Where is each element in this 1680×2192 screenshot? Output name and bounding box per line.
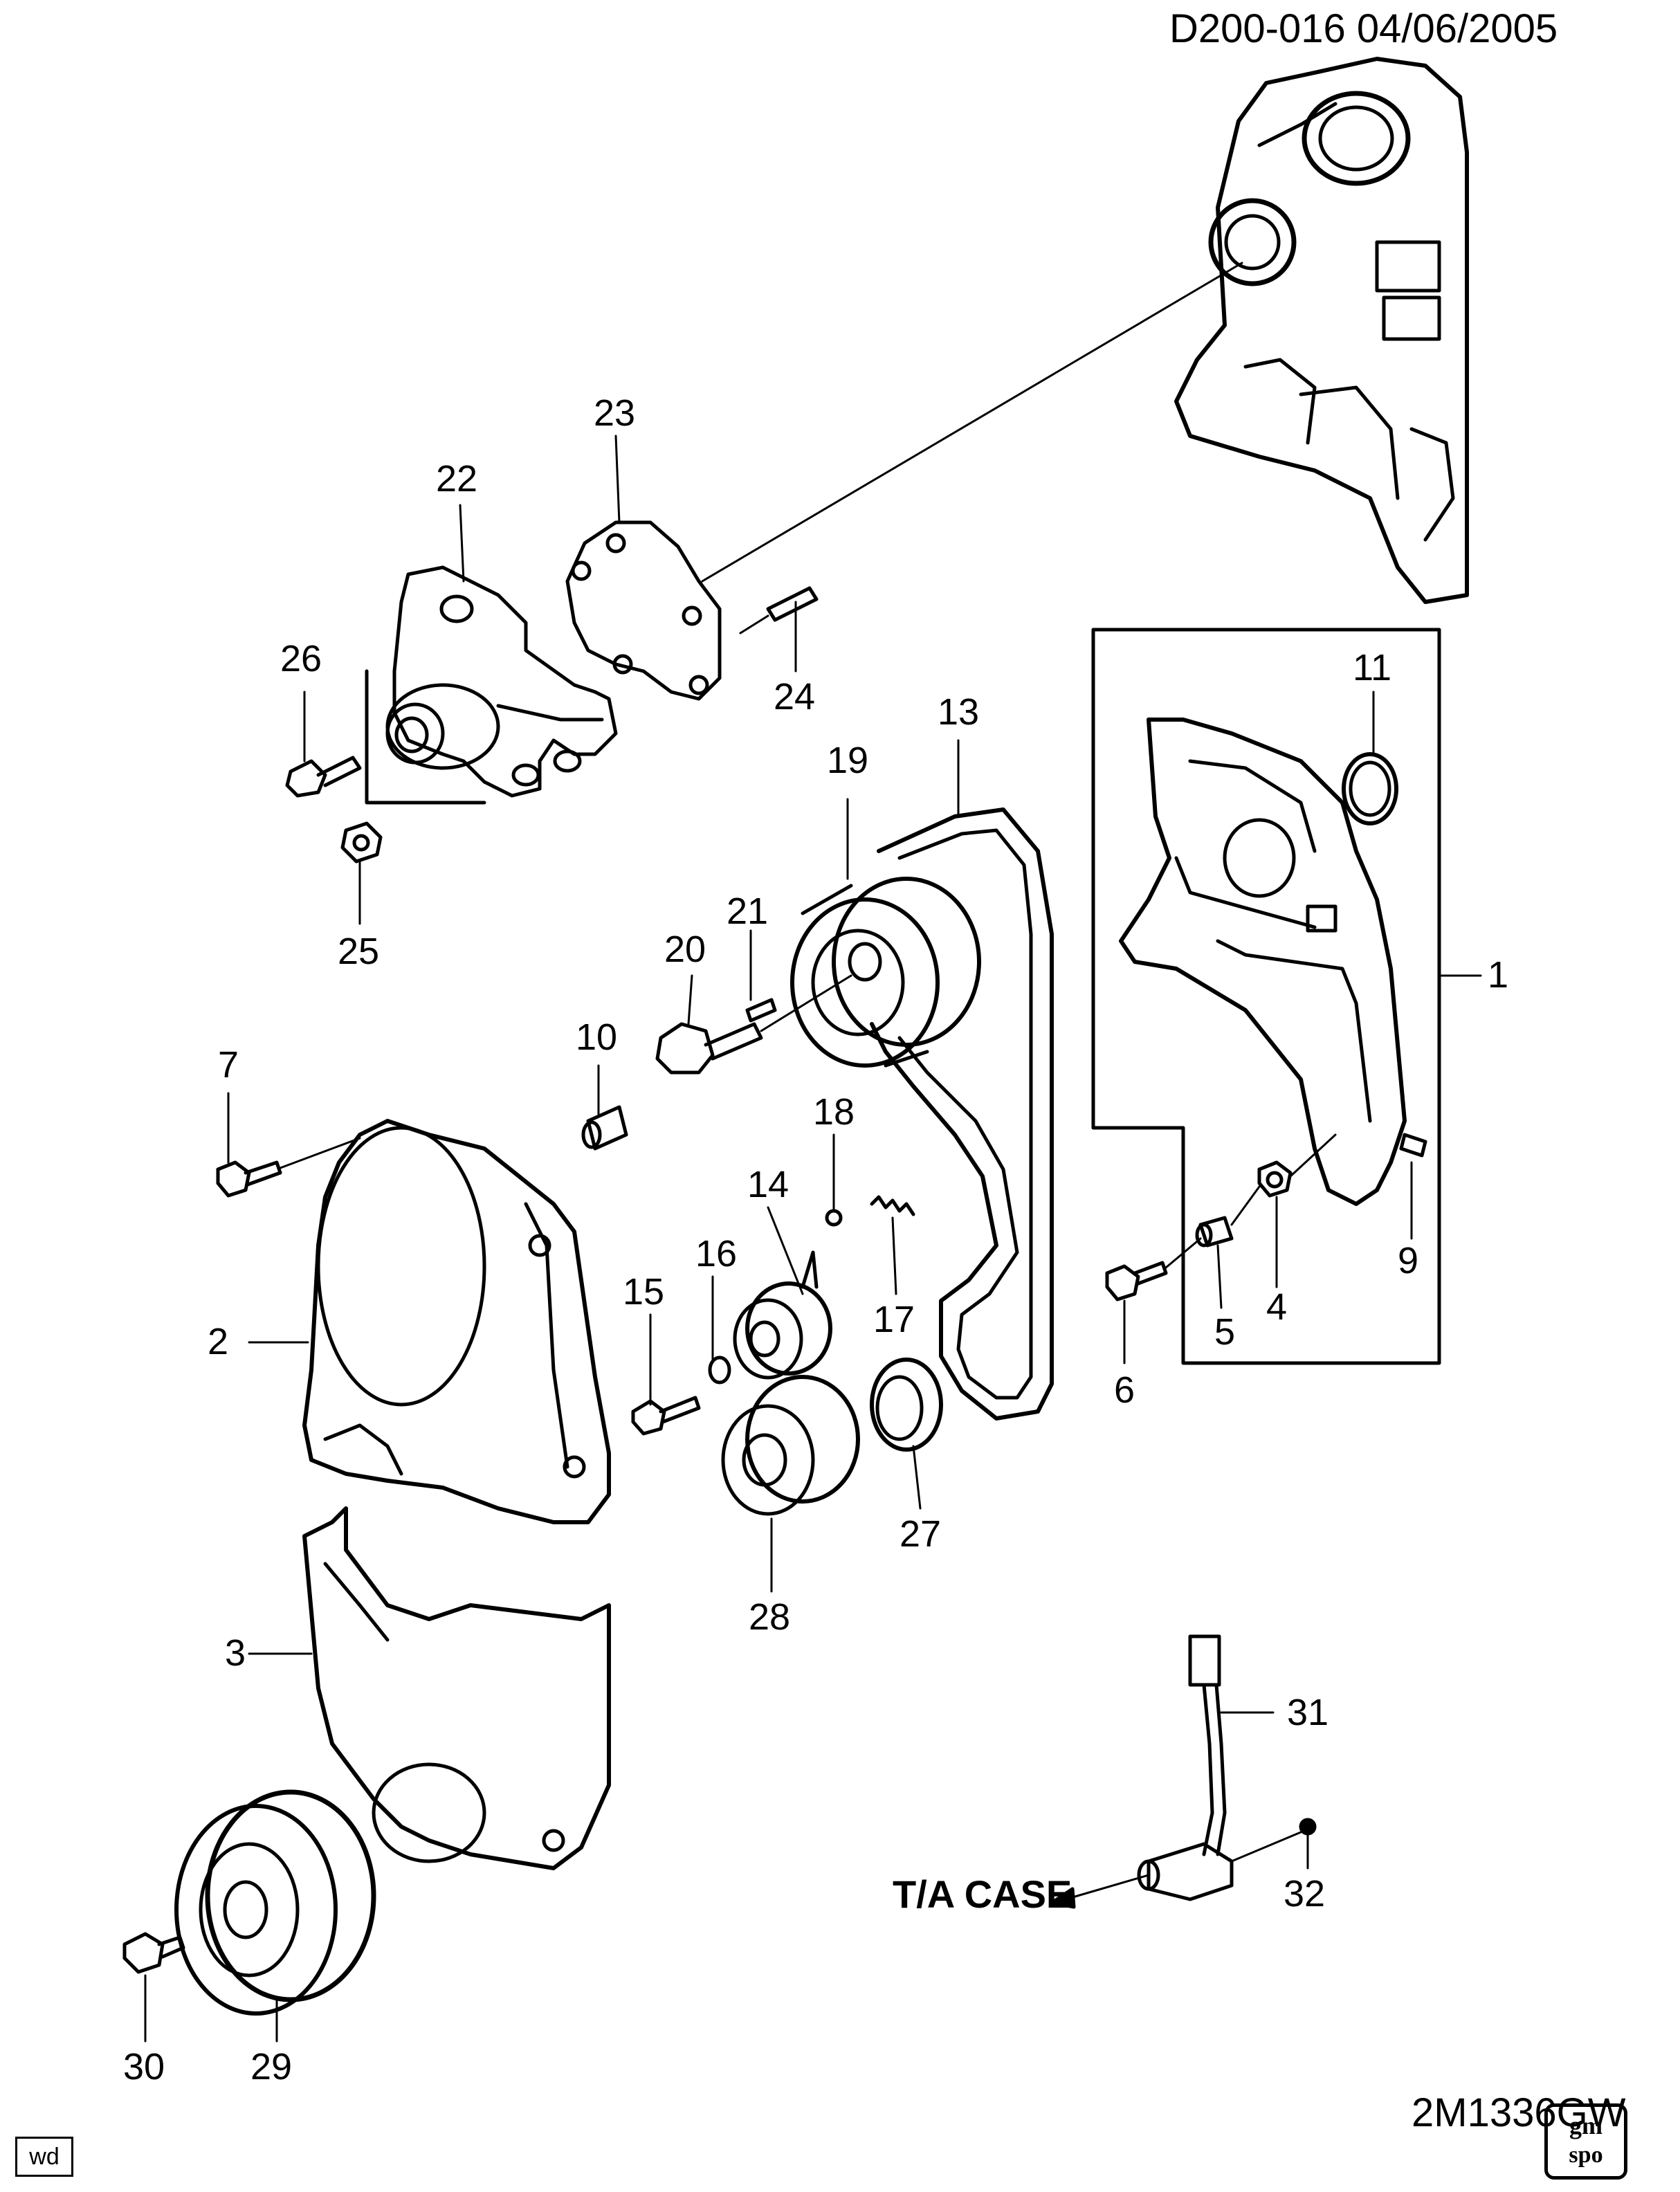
callout-4: 4: [1266, 1286, 1288, 1328]
bolt-26: [285, 756, 362, 798]
callout-14: 14: [747, 1164, 789, 1205]
callout-17: 17: [873, 1299, 915, 1340]
pin-18: [825, 1209, 843, 1227]
callout-10: 10: [576, 1016, 618, 1058]
callout-30: 30: [123, 2046, 165, 2088]
callout-18: 18: [813, 1091, 855, 1133]
inset-frame: [1091, 628, 1441, 1365]
crankshaft-sprocket: [721, 1375, 860, 1516]
callout-29: 29: [250, 2046, 293, 2088]
oil-seal: [870, 1358, 943, 1452]
nut-4: [1257, 1160, 1293, 1198]
callout-28: 28: [749, 1596, 791, 1638]
rear-timing-plate: [1119, 718, 1407, 1206]
callout-13: 13: [938, 691, 980, 733]
nut-25: [340, 821, 383, 864]
washer-16: [708, 1355, 731, 1385]
callout-5: 5: [1214, 1311, 1236, 1353]
wd-badge: wd: [15, 2137, 73, 2177]
bolt-32: [1230, 1818, 1317, 1863]
callout-11: 11: [1353, 647, 1392, 688]
callout-25: 25: [338, 931, 380, 972]
camshaft-bolt: [655, 974, 852, 1075]
callout-27: 27: [900, 1513, 942, 1555]
stud: [739, 586, 819, 634]
bolt-30: [122, 1932, 185, 1974]
spo-logo-text: spo: [1569, 2142, 1603, 2168]
callout-2: 2: [208, 1321, 229, 1362]
clip-9: [1399, 1133, 1427, 1158]
bolt-15: [631, 1396, 701, 1436]
upper-timing-cover: [302, 1119, 611, 1524]
timing-belt: [870, 807, 1054, 1421]
callout-26: 26: [280, 638, 322, 679]
document-id: D200-016 04/06/2005: [1169, 6, 1558, 51]
callout-1: 1: [1488, 954, 1509, 996]
callout-20: 20: [664, 929, 706, 970]
callout-15: 15: [623, 1271, 665, 1313]
bolt-7: [216, 1137, 361, 1198]
crankshaft-pulley: [174, 1789, 376, 2016]
callout-16: 16: [695, 1233, 738, 1275]
callout-3: 3: [225, 1632, 246, 1674]
illustration-code: 2M1336GW: [1412, 2090, 1626, 2135]
pin-21: [745, 998, 777, 1023]
camshaft-sprocket: [790, 877, 981, 1068]
callout-19: 19: [827, 740, 869, 781]
seal-ring-11: [1342, 752, 1398, 825]
lower-timing-cover: [302, 1506, 611, 1870]
gm-logo-text: gm: [1569, 2112, 1603, 2139]
water-pump: [365, 565, 618, 805]
gm-spo-logo: gm spo: [1544, 2103, 1627, 2180]
callout-6: 6: [1114, 1369, 1135, 1411]
spring-17: [870, 1195, 915, 1216]
tensioner: [733, 1250, 832, 1380]
callout-31: 31: [1287, 1692, 1329, 1733]
callout-9: 9: [1398, 1240, 1419, 1281]
callout-24: 24: [774, 676, 816, 718]
engine-block: [1174, 57, 1469, 604]
callout-21: 21: [727, 890, 769, 932]
callout-leaders: [144, 435, 1482, 2043]
leader-line: [701, 262, 1243, 583]
bolt-6: [1105, 1133, 1337, 1302]
ta-case-arrow: [1050, 1874, 1150, 1909]
ta-case-label: T/A CASE: [893, 1872, 1072, 1916]
dowel-10: [581, 1105, 628, 1151]
crank-position-sensor: [1137, 1634, 1234, 1901]
dowel-5: [1195, 1216, 1234, 1248]
callout-32: 32: [1284, 1873, 1326, 1915]
callout-23: 23: [594, 392, 636, 434]
callout-22: 22: [436, 458, 478, 500]
callout-7: 7: [218, 1044, 239, 1086]
water-pump-gasket: [565, 520, 722, 701]
